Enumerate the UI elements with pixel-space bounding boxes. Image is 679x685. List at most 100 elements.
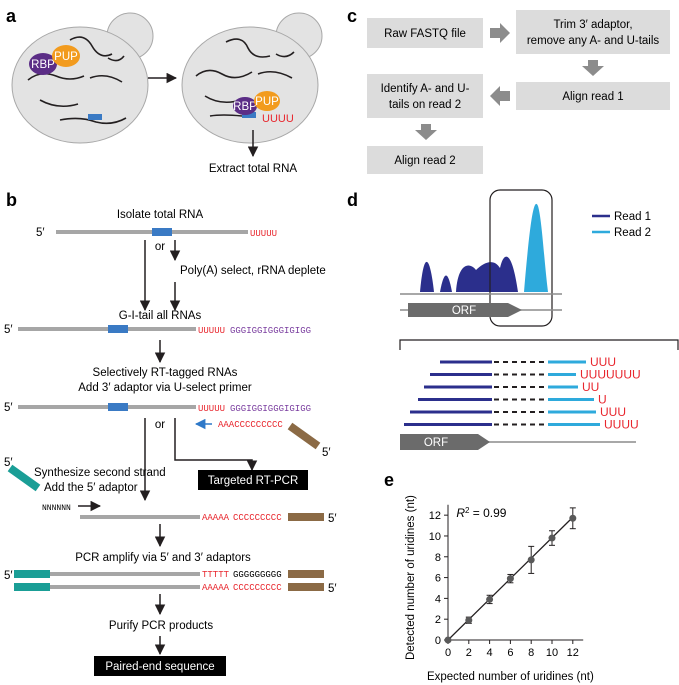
data-point [444,636,452,644]
box-align-read2-label: Align read 2 [394,155,455,167]
panel-a-letter: a [6,6,17,26]
y-tick-label: 8 [435,552,441,564]
rt-primer: AAACCCCCCCCC [218,420,283,430]
data-point [569,514,577,522]
rbp-blob [29,53,57,75]
x-tick-label: 10 [546,647,558,659]
five-prime-7: 5′ [4,570,13,582]
panel-c: c Raw FASTQ file Trim 3′ adaptor, remove… [347,6,670,174]
t-seq: TTTTT [202,570,230,580]
step-gi-tail: G-I-tail all RNAs [119,310,202,322]
rbp-label: RBP [31,59,55,71]
x-tick-label: 2 [466,647,472,659]
or-2: or [155,419,165,431]
c-seq-1: CCCCCCCCC [233,513,282,523]
five-prime-5: 5′ [4,457,13,469]
panel-d-letter: d [347,190,358,210]
five-prime-1: 5′ [36,227,45,239]
u-tail-label: U [598,393,607,407]
panel-a: a RBP PUP [6,6,323,175]
u-tail-label: UUUU [604,418,639,432]
box-identify-line1: Identify A- and U- [381,83,470,95]
pup-label-2: PUP [255,96,279,108]
extract-total-rna: Extract total RNA [209,163,298,175]
flow-arrow-down-1 [582,60,604,76]
y-tick-label: 2 [435,614,441,626]
g-seq: GGGGGGGGG [233,570,282,580]
yeast-cell-after: RBP PUP UUUU [181,12,323,144]
x-tick-label: 8 [528,647,534,659]
step-purify: Purify PCR products [109,620,213,632]
step-rt-2: Add 3′ adaptor via U-select primer [78,382,252,394]
y-tick-label: 0 [435,635,441,647]
targeted-rt-pcr: Targeted RT-PCR [208,475,299,487]
or-1: or [155,241,165,253]
x-tick-label: 4 [487,647,493,659]
five-prime-6: 5′ [328,513,337,525]
y-axis-label: Detected number of uridines (nt) [405,495,417,660]
step-polya: Poly(A) select, rRNA deplete [180,265,326,277]
u-tail-label: UUUUUUU [580,368,641,382]
orf-label-bottom: ORF [424,437,448,449]
adaptor-3prime [287,422,321,450]
x-tick-label: 12 [567,647,579,659]
polya-seq-2: AAAAA [202,583,230,593]
five-prime-2: 5′ [4,324,13,336]
data-point [548,534,556,542]
binding-site [88,114,102,120]
gi-seq-2: GGGIGGIGGGIGIGG [230,326,311,336]
legend-read1: Read 1 [614,211,651,223]
u-tail-2: UUUUU [198,326,225,336]
paired-end-box [94,656,226,676]
zoom-bracket [399,339,679,350]
panel-d: d Read 1 Read 2 ORF UUUUUUUUUUUUUUUUUUUU… [347,189,679,450]
u-tail-label: UU [582,380,599,394]
legend-read2: Read 2 [614,227,651,239]
data-point [506,575,514,583]
box-raw-fastq-label: Raw FASTQ file [384,28,466,40]
orf-arrow-bottom [400,434,490,450]
box-trim-line1: Trim 3′ adaptor, [553,19,632,31]
orf-label-top: ORF [452,305,476,317]
yeast-cell-before: RBP PUP [11,12,154,144]
y-tick-label: 4 [435,593,441,605]
paired-end-sequence: Paired-end sequence [105,661,214,673]
targeted-rt-pcr-box [198,470,308,490]
box-trim [516,10,670,54]
five-prime-4: 5′ [322,447,331,459]
u-tail-label: UUU [600,405,626,419]
box-align-read1-label: Align read 1 [562,91,623,103]
random-nnn: NNNNNN [42,504,71,513]
step-isolate: Isolate total RNA [117,209,204,221]
u-tail-3: UUUUU [198,404,225,414]
panel-b: b Isolate total RNA 5′ UUUUU or Poly(A) … [4,190,337,676]
x-tick-label: 6 [507,647,513,659]
box-align-read2 [367,146,483,174]
step-second-1: Synthesize second strand [34,467,166,479]
five-prime-8: 5′ [328,583,337,595]
flow-arrow-left [490,86,510,106]
zoom-window [489,189,553,327]
box-trim-line2: remove any A- and U-tails [527,35,660,47]
panel-c-letter: c [347,6,357,26]
box-align-read1 [516,82,670,110]
x-tick-label: 0 [445,647,451,659]
u-tail-label: UUU [590,355,616,369]
pup-blob [52,45,80,67]
c-seq-2: CCCCCCCCC [233,583,282,593]
panel-b-letter: b [6,190,17,210]
box-raw-fastq [367,18,483,48]
orf-arrow-top [408,303,522,317]
read2-coverage [524,203,548,292]
data-point [486,595,494,603]
polya-seq-1: AAAAA [202,513,230,523]
step-rt-1: Selectively RT-tagged RNAs [93,367,238,379]
box-identify-line2: tails on read 2 [389,99,461,111]
adaptor-5prime [7,464,41,492]
u-tail-a: UUUU [262,113,294,125]
pup-label: PUP [54,51,78,63]
